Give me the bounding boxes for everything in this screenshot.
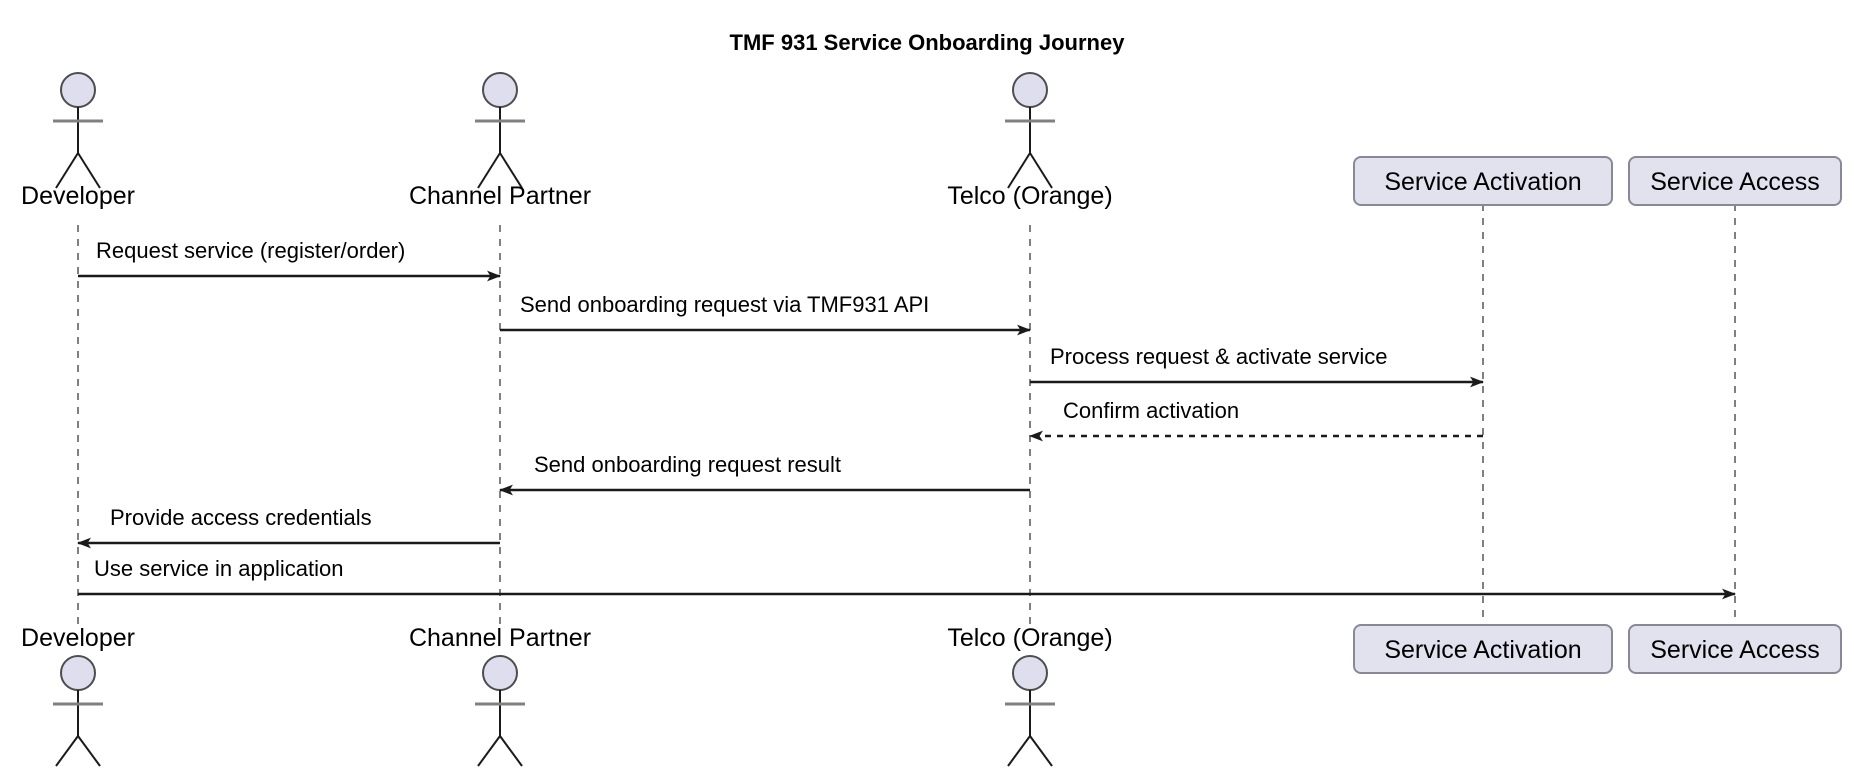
participant-box-service-access-top[interactable]: Service Access (1628, 156, 1842, 206)
page-title: TMF 931 Service Onboarding Journey (730, 30, 1126, 55)
message-label: Send onboarding request result (534, 452, 841, 477)
message-label: Provide access credentials (110, 505, 372, 530)
message-label: Request service (register/order) (96, 238, 405, 263)
actor-leg-right-icon (499, 735, 523, 767)
actor-head-icon (1012, 655, 1048, 691)
actor-leg-left-icon (1007, 735, 1031, 767)
message-5-send-onboarding-result[interactable]: Send onboarding request result (499, 452, 1030, 496)
actor-channel-partner-bottom[interactable]: Channel Partner (409, 624, 591, 767)
participant-box-service-access-bottom[interactable]: Service Access (1628, 624, 1842, 674)
message-4-confirm-activation[interactable]: Confirm activation (1029, 398, 1483, 442)
message-7-use-service-in-application[interactable]: Use service in application (78, 556, 1736, 600)
participant-label-telco-bottom: Telco (Orange) (947, 624, 1112, 652)
actor-leg-left-icon (55, 735, 79, 767)
actor-leg-left-icon (477, 735, 501, 767)
message-label: Use service in application (94, 556, 343, 581)
message-label: Confirm activation (1063, 398, 1239, 423)
message-3-process-request[interactable]: Process request & activate service (1030, 344, 1484, 388)
actor-head-icon (482, 72, 518, 108)
message-6-provide-access-credentials[interactable]: Provide access credentials (77, 505, 500, 549)
participant-label-service-access-top: Service Access (1650, 168, 1820, 196)
participant-label-service-access-bottom: Service Access (1650, 636, 1820, 664)
actor-developer-top[interactable]: Developer (21, 72, 135, 210)
lifelines-group (77, 190, 1736, 625)
actor-leg-right-icon (77, 735, 101, 767)
participant-label-channel-partner-top: Channel Partner (409, 182, 591, 210)
message-1-request-service[interactable]: Request service (register/order) (78, 238, 501, 282)
message-2-send-onboarding-request[interactable]: Send onboarding request via TMF931 API (500, 292, 1031, 336)
message-label: Send onboarding request via TMF931 API (520, 292, 929, 317)
actor-head-icon (482, 655, 518, 691)
box-shape (1628, 156, 1842, 206)
actor-developer-bottom[interactable]: Developer (21, 624, 135, 767)
participant-label-developer-top: Developer (21, 182, 135, 210)
actor-leg-right-icon (77, 152, 101, 189)
box-shape (1353, 156, 1613, 206)
actor-leg-right-icon (499, 152, 523, 189)
actor-telco-bottom[interactable]: Telco (Orange) (947, 624, 1113, 767)
participant-label-service-activation-top: Service Activation (1384, 168, 1581, 196)
actor-leg-left-icon (55, 152, 79, 189)
participant-box-service-activation-bottom[interactable]: Service Activation (1353, 624, 1613, 674)
actor-leg-right-icon (1029, 152, 1053, 189)
actor-leg-left-icon (1007, 152, 1031, 189)
actor-head-icon (60, 72, 96, 108)
box-shape (1628, 624, 1842, 674)
actor-head-icon (1012, 72, 1048, 108)
actor-leg-left-icon (477, 152, 501, 189)
participant-label-service-activation-bottom: Service Activation (1384, 636, 1581, 664)
participant-label-developer-bottom: Developer (21, 624, 135, 652)
participant-box-service-activation-top[interactable]: Service Activation (1353, 156, 1613, 206)
participant-label-channel-partner-bottom: Channel Partner (409, 624, 591, 652)
actor-leg-right-icon (1029, 735, 1053, 767)
actor-telco-top[interactable]: Telco (Orange) (947, 72, 1113, 210)
box-shape (1353, 624, 1613, 674)
messages-group: Request service (register/order) Send on… (77, 238, 1736, 600)
actor-channel-partner-top[interactable]: Channel Partner (409, 72, 591, 210)
actor-head-icon (60, 655, 96, 691)
participant-label-telco-top: Telco (Orange) (947, 182, 1112, 210)
message-label: Process request & activate service (1050, 344, 1387, 369)
